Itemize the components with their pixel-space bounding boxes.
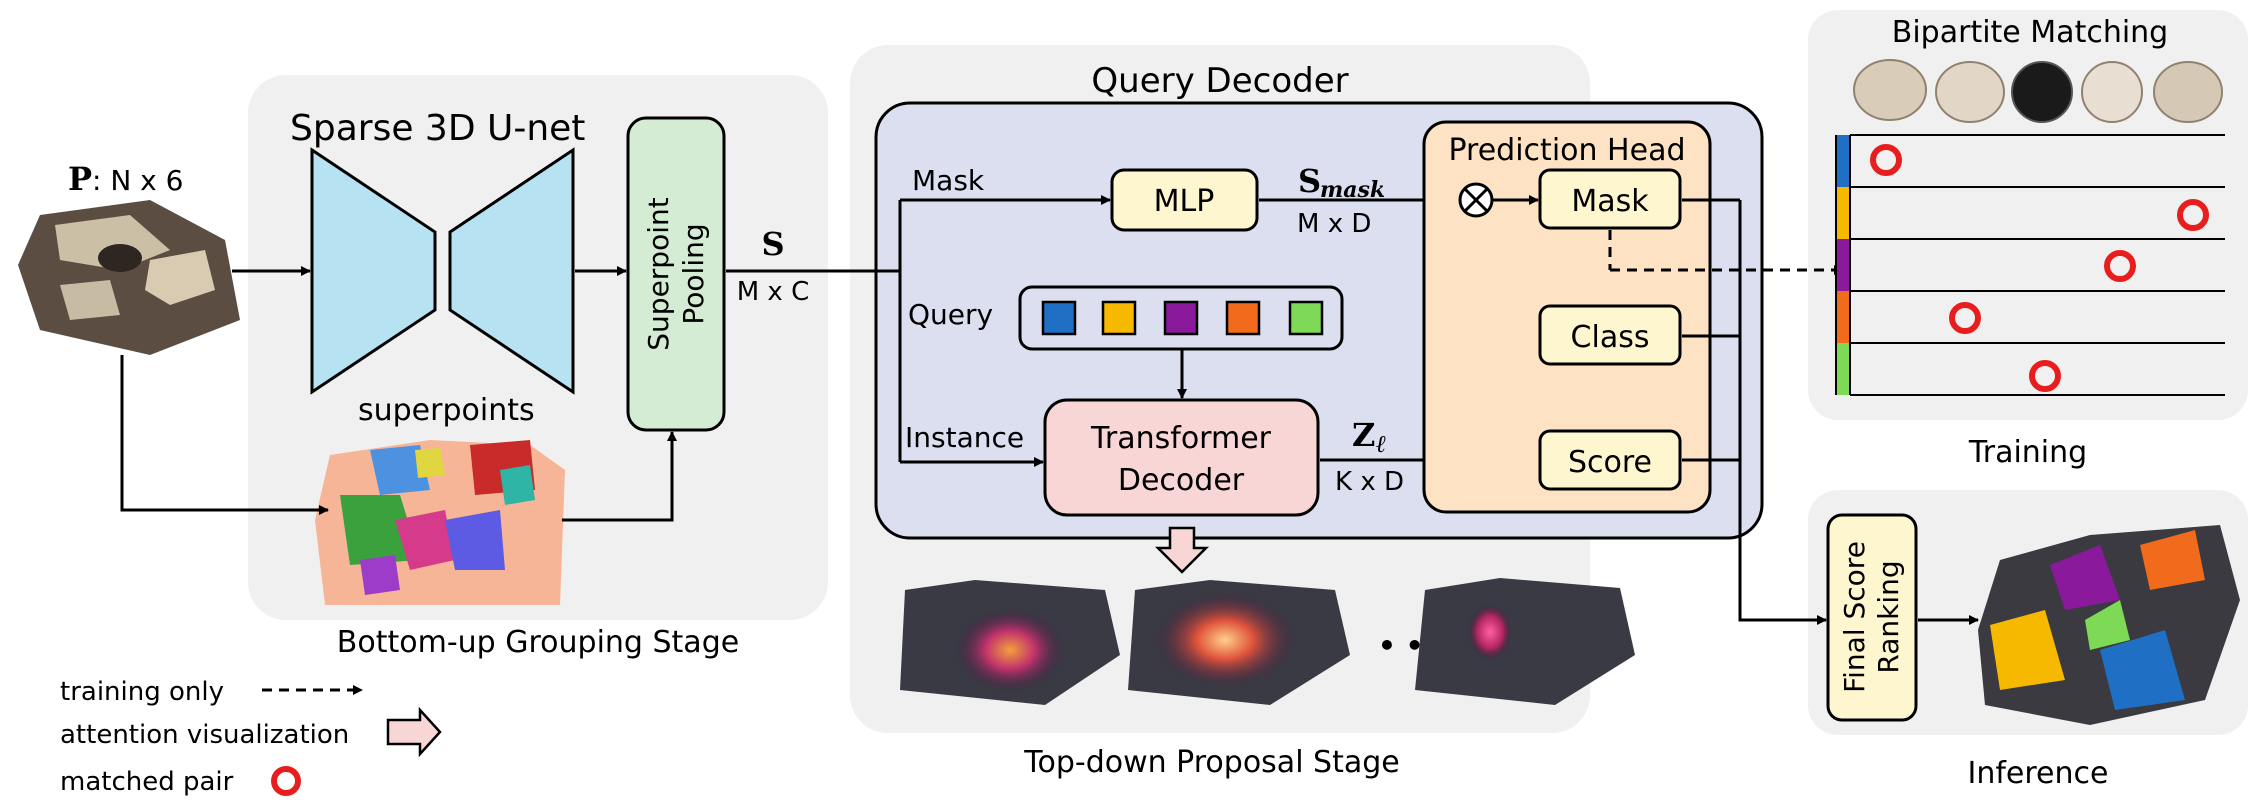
mlp-label: MLP <box>1154 184 1215 219</box>
query-token-5 <box>1288 300 1324 336</box>
matching-grid <box>1835 134 2225 396</box>
query-token-1 <box>1041 300 1077 336</box>
s-mask-dims: M x D <box>1297 209 1371 239</box>
query-token-3 <box>1163 300 1199 336</box>
matching-row-1-color <box>1836 135 1850 187</box>
s-mask-symbol: S <box>1298 162 1321 200</box>
arrow-superpoints-to-pooling <box>562 431 677 522</box>
z-dims: K x D <box>1335 467 1404 497</box>
superpoints-image <box>315 440 565 605</box>
multiply-icon-stroke-2 <box>1463 187 1489 213</box>
unet-decoder <box>448 147 575 395</box>
input-symbol: P <box>68 160 92 198</box>
z-symbol: Z <box>1352 416 1375 454</box>
attention-image-2 <box>1128 580 1350 705</box>
attention-image-1 <box>900 580 1120 705</box>
top-down-stage-label: Top-down Proposal Stage <box>1023 745 1400 780</box>
input-point-cloud <box>18 200 240 355</box>
query-token-2 <box>1101 300 1137 336</box>
matching-row-3-color <box>1836 239 1850 291</box>
superpoints-label: superpoints <box>358 393 535 428</box>
arrow-input-to-superpoints <box>120 355 329 515</box>
s-symbol: S <box>761 225 784 263</box>
mlp-block <box>1110 168 1259 232</box>
legend-attention-text: attention visualization <box>60 720 349 750</box>
matching-row-5-color <box>1836 343 1850 395</box>
unet-title: Sparse 3D U-net <box>290 108 585 149</box>
prediction-head-title: Prediction Head <box>1448 133 1685 168</box>
head-class-block <box>1538 304 1682 366</box>
legend-matched-text: matched pair <box>60 767 234 797</box>
training-panel <box>1808 10 2248 420</box>
final-score-ranking-block <box>1826 513 1918 722</box>
head-class-label: Class <box>1571 320 1650 355</box>
head-mask-label: Mask <box>1571 184 1649 219</box>
legend-matched-marker <box>271 766 301 796</box>
matched-pair-marker-3 <box>2104 250 2136 282</box>
legend-attention-arrow-icon <box>386 706 442 758</box>
instance-path-label: Instance <box>905 421 1024 454</box>
matched-pair-marker-1 <box>1870 144 1902 176</box>
s-dims: M x C <box>737 277 810 307</box>
ranking-label-line2: Ranking <box>1872 560 1905 673</box>
matched-pair-marker-2 <box>2177 199 2209 231</box>
inference-label: Inference <box>1968 756 2109 791</box>
transformer-decoder-block <box>1043 398 1320 517</box>
transformer-label-line1: Transformer <box>1090 421 1272 456</box>
head-score-label: Score <box>1568 445 1652 480</box>
legend-training-only-text: training only <box>60 677 224 707</box>
inference-output-image <box>1978 525 2240 725</box>
query-label: Query <box>908 298 993 331</box>
chair-thumbnails <box>1853 59 2223 123</box>
z-subscript: ℓ <box>1376 429 1386 458</box>
bottom-up-stage-label: Bottom-up Grouping Stage <box>337 625 739 660</box>
matching-row-2-color <box>1836 187 1850 239</box>
matched-pair-marker-4 <box>1949 302 1981 334</box>
head-score-block <box>1538 429 1682 491</box>
pooling-label-line2: Pooling <box>677 223 710 324</box>
unet-encoder <box>310 147 437 395</box>
input-dims: : N x 6 <box>92 164 183 197</box>
mask-path-label: Mask <box>912 164 985 197</box>
matching-row-4-color <box>1836 291 1850 343</box>
matched-pair-marker-5 <box>2029 360 2061 392</box>
superpoint-pooling-block <box>626 116 726 432</box>
head-mask-block <box>1538 168 1682 230</box>
query-token-4 <box>1225 300 1261 336</box>
arrow-to-final-ranking <box>1738 200 1827 625</box>
training-label: Training <box>1968 435 2087 470</box>
bipartite-title: Bipartite Matching <box>1892 15 2168 50</box>
ranking-label-line1: Final Score <box>1838 541 1871 693</box>
query-decoder-title: Query Decoder <box>1091 61 1348 101</box>
attention-arrow-icon <box>1154 526 1210 574</box>
transformer-label-line2: Decoder <box>1118 463 1245 498</box>
pooling-label-line1: Superpoint <box>642 197 675 350</box>
attention-image-3 <box>1415 578 1635 705</box>
